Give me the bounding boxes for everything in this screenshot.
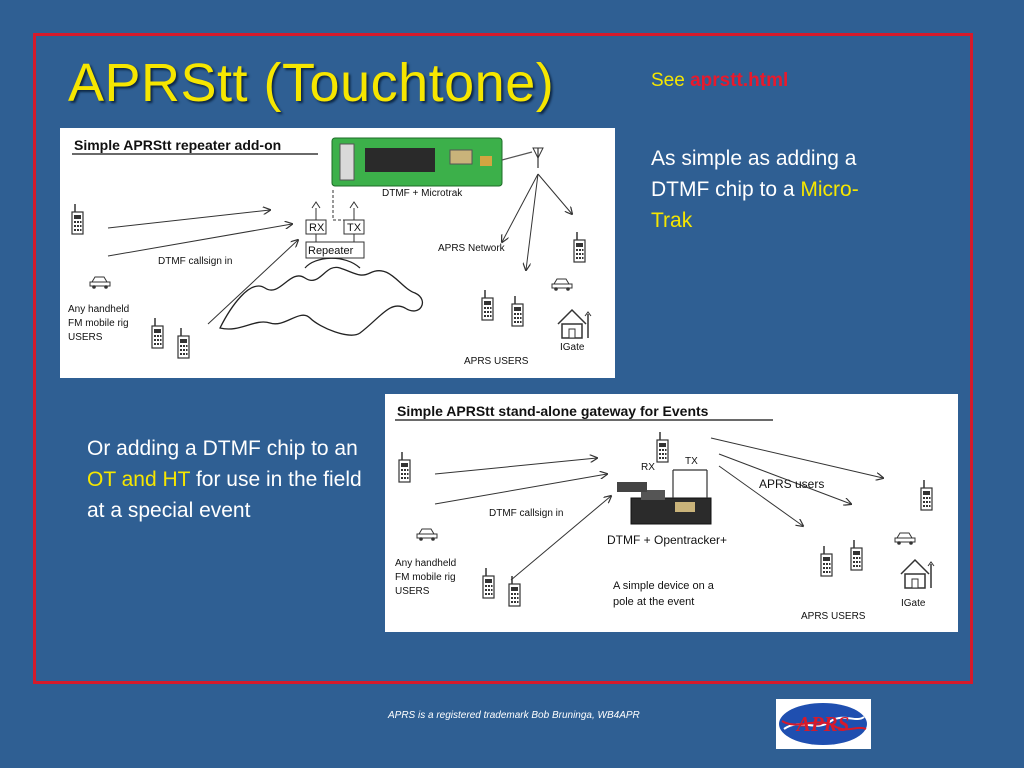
diagram2-title: Simple APRStt stand-alone gateway for Ev… — [397, 403, 709, 419]
diagram2-device-1: A simple device on a — [613, 580, 715, 592]
diagram2-aprs-users: APRS USERS — [801, 611, 866, 622]
diagram2-users-1: Any handheld — [395, 558, 456, 569]
repeater-diagram: Simple APRStt repeater add-on DTMF + Mic… — [60, 128, 615, 378]
car-icon — [416, 528, 438, 542]
igate-house-icon — [900, 559, 935, 589]
handheld-icon — [177, 327, 190, 359]
logo-text: APRS — [795, 712, 850, 736]
car-icon — [551, 278, 573, 292]
handheld-icon — [398, 451, 411, 483]
blurb2-highlight: OT and HT — [87, 468, 191, 491]
aprstt-link[interactable]: aprstt.html — [690, 70, 789, 91]
handheld-icon — [151, 317, 164, 349]
diagram2-rx: RX — [641, 462, 655, 473]
microtrak-board — [331, 137, 533, 187]
slide-frame — [33, 33, 973, 684]
trademark-footer: APRS is a registered trademark Bob Bruni… — [388, 710, 640, 721]
igate-house-icon — [557, 309, 592, 339]
diagram1-repeater: Repeater — [308, 245, 354, 257]
handheld-icon — [508, 575, 521, 607]
blurb1-highlight: Micro-Trak — [651, 178, 859, 232]
diagram1-board-label: DTMF + Microtrak — [382, 188, 463, 199]
diagram2-tx: TX — [685, 456, 698, 467]
diagram1-igate: IGate — [560, 342, 585, 353]
diagram1-users-3: USERS — [68, 332, 103, 343]
see-line: See aprstt.html — [651, 70, 788, 92]
handheld-icon — [850, 539, 863, 571]
handheld-icon — [481, 289, 494, 321]
diagram1-aprs-users: APRS USERS — [464, 356, 529, 367]
diagram2-igate: IGate — [901, 598, 926, 609]
opentracker-board — [617, 469, 712, 525]
event-blurb: Or adding a DTMF chip to an OT and HT fo… — [87, 433, 367, 526]
aprs-logo: APRS — [776, 699, 871, 749]
diagram1-tx: TX — [347, 222, 362, 234]
diagram2-dtmf-in: DTMF callsign in — [489, 508, 563, 519]
car-icon — [894, 532, 916, 546]
handheld-icon — [573, 231, 586, 263]
diagram1-dtmf-in: DTMF callsign in — [158, 256, 232, 267]
car-icon — [89, 276, 111, 290]
microtrak-blurb: As simple as adding a DTMF chip to a Mic… — [651, 143, 891, 236]
diagram1-title: Simple APRStt repeater add-on — [74, 137, 281, 153]
diagram1-network: APRS Network — [438, 243, 506, 254]
blurb1-text: As simple as adding a DTMF chip to a — [651, 147, 857, 201]
handheld-icon — [820, 545, 833, 577]
antenna-icon — [532, 147, 544, 168]
handheld-icon — [656, 431, 669, 463]
see-prefix: See — [651, 70, 691, 91]
diagram1-users-2: FM mobile rig — [68, 318, 129, 329]
diagram2-aprs-users-upper: APRS users — [759, 477, 824, 491]
gateway-diagram: Simple APRStt stand-alone gateway for Ev… — [385, 394, 958, 632]
handheld-icon — [920, 479, 933, 511]
diagram2-board-label: DTMF + Opentracker+ — [607, 533, 727, 547]
diagram2-users-2: FM mobile rig — [395, 572, 456, 583]
diagram2-device-2: pole at the event — [613, 596, 694, 608]
blurb2-text: Or adding a DTMF chip to an — [87, 437, 358, 460]
handheld-icon — [71, 203, 84, 235]
diagram2-users-3: USERS — [395, 586, 430, 597]
diagram1-users-1: Any handheld — [68, 304, 129, 315]
handheld-icon — [482, 567, 495, 599]
diagram1-rx: RX — [309, 222, 325, 234]
blurb2-text-end: for use in the field at a special event — [87, 468, 362, 522]
handheld-icon — [511, 295, 524, 327]
slide-title: APRStt (Touchtone) — [68, 53, 555, 113]
